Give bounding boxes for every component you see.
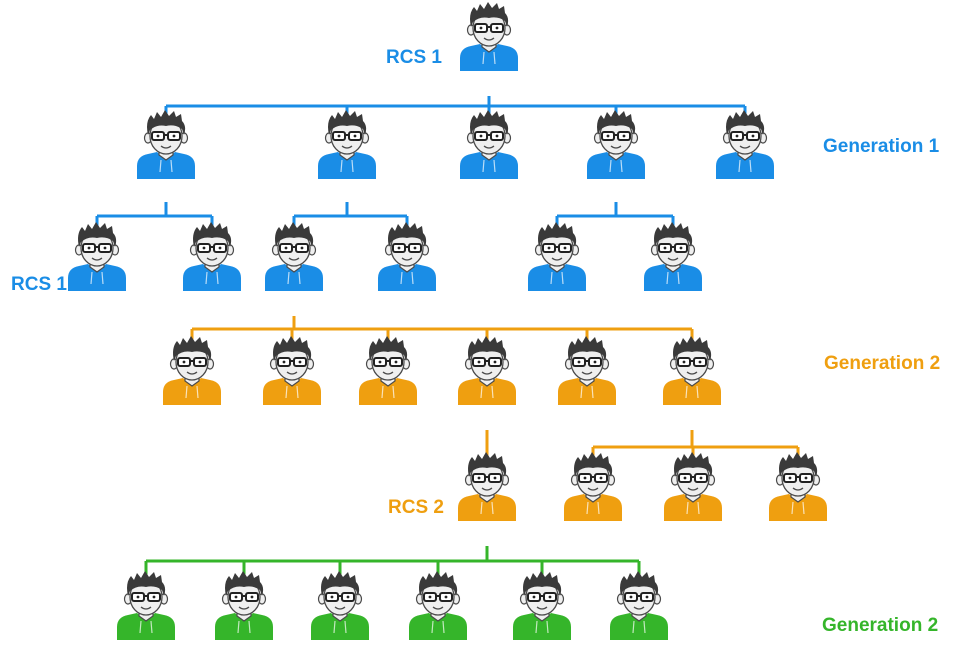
g1d-children-connector [555,202,675,234]
root-person-node [460,2,518,71]
rcs1-root-label: RCS 1 [386,47,442,68]
generation-2-child-node [564,452,622,521]
g1b-children-connector [292,202,409,234]
generation-1-node [137,110,195,179]
generation-2-node [458,336,516,405]
generation-1-node [460,110,518,179]
generation-1-node [587,110,645,179]
generation-2-node [263,336,321,405]
generation-2-node [359,336,417,405]
generation-2-child-node [664,452,722,521]
generation-2-child-node [769,452,827,521]
generation-2-green-label: Generation 2 [822,615,939,636]
generation-3-node [215,571,273,640]
rcs1-left-label: RCS 1 [11,274,67,295]
generation-1-child-node [528,222,586,291]
generation-2-orange-label: Generation 2 [824,353,941,374]
generation-2-node [558,336,616,405]
generation-1-label: Generation 1 [823,136,940,157]
generation-3-node [513,571,571,640]
rcs2-to-generation-3-connector [144,546,641,583]
generation-1-child-node [68,222,126,291]
generation-3-node [117,571,175,640]
generation-1-node [318,110,376,179]
generation-1-node [716,110,774,179]
generation-1-child-node [378,222,436,291]
root-to-generation-1-connector [164,96,747,122]
rcs2-label: RCS 2 [388,497,444,518]
generation-3-node [610,571,668,640]
generation-2-node [163,336,221,405]
generation-1-child-node [183,222,241,291]
generation-3-node [409,571,467,640]
g1a-children-connector [95,202,214,234]
rcs1-to-generation-2-connector [190,316,694,348]
generation-1-child-node [644,222,702,291]
generation-2-child-node [458,452,516,521]
person-nodes [68,2,827,640]
generation-2-node [663,336,721,405]
generation-1-child-node [265,222,323,291]
generation-3-node [311,571,369,640]
